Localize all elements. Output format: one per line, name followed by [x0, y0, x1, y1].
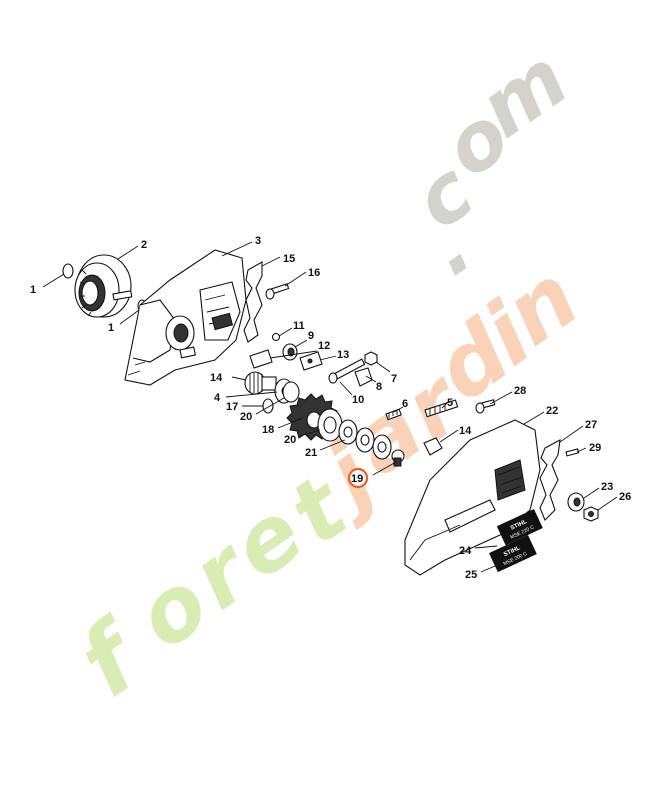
- callout-24: 24: [459, 545, 472, 557]
- callout-1: 1: [108, 322, 114, 334]
- part-screw-16: [265, 283, 290, 300]
- leader-lines: [42, 241, 618, 573]
- callout-18: 18: [262, 424, 274, 436]
- callout-15: 15: [283, 253, 295, 265]
- part-stud-6: [385, 408, 402, 421]
- callout-4: 4: [214, 392, 221, 404]
- decal-lower: STIHL MSE 200 C: [488, 534, 537, 573]
- callout-17: 17: [226, 401, 238, 413]
- callout-11: 11: [293, 320, 305, 332]
- callout-29: 29: [589, 442, 601, 454]
- callout-16: 16: [308, 267, 320, 279]
- callout-8: 8: [376, 381, 382, 393]
- part-clamp: [249, 349, 273, 369]
- callout-23: 23: [601, 481, 613, 493]
- part-knob-25: [567, 492, 585, 512]
- part-washer-17: [262, 398, 274, 414]
- callout-28: 28: [514, 385, 526, 397]
- callout-9: 9: [308, 330, 314, 342]
- callout-5: 5: [447, 397, 453, 409]
- part-sprocket-cover: [404, 419, 541, 576]
- part-washer-1: [62, 263, 74, 279]
- part-needle-bearing: [244, 371, 277, 395]
- callout-12: 12: [318, 340, 330, 352]
- callout-25: 25: [465, 569, 477, 581]
- callout-20: 20: [240, 411, 252, 423]
- callout-22: 22: [546, 405, 558, 417]
- part-gearbox-housing: [124, 249, 247, 386]
- part-gear-wheel: [74, 254, 133, 318]
- callout-21: 21: [305, 447, 317, 459]
- part-pin-plate: [299, 351, 323, 371]
- part-bolt-5: [424, 399, 459, 418]
- callout-26: 26: [619, 491, 631, 503]
- part-tensioner-slide: [354, 367, 373, 387]
- part-pin-29: [565, 448, 580, 457]
- part-screw-19: [391, 449, 405, 467]
- callout-7: 7: [391, 373, 397, 385]
- part-lever: [243, 261, 263, 343]
- part-bolt-10: [328, 358, 366, 384]
- callout-27: 27: [585, 419, 597, 431]
- part-nut-26: [583, 506, 599, 522]
- part-disc-20-upper: [282, 381, 300, 403]
- callout-20: 20: [284, 434, 296, 446]
- parts: STIHL MSE 220 C STIHL MSE 200 C: [62, 249, 599, 576]
- callouts: 1 1 2 3 4 5 6 7 8 9 10 11 12 13 14 14 15…: [30, 235, 631, 581]
- part-washers-21: [338, 419, 392, 460]
- callout-6: 6: [402, 398, 408, 410]
- part-block-14: [423, 437, 443, 456]
- callout-19-highlight: 19: [347, 467, 369, 489]
- part-disc-20-lower: [317, 408, 343, 442]
- part-lever-27: [539, 439, 561, 521]
- callout-14: 14: [459, 425, 472, 437]
- part-nut-7: [364, 351, 378, 366]
- part-small-ring: [271, 332, 281, 342]
- callout-10: 10: [352, 394, 364, 406]
- callout-3: 3: [255, 235, 261, 247]
- callout-19: 19: [351, 473, 363, 485]
- callout-13: 13: [337, 349, 349, 361]
- callout-1: 1: [30, 284, 36, 296]
- callout-2: 2: [141, 239, 147, 251]
- part-bushing: [282, 343, 298, 361]
- callout-14: 14: [210, 372, 223, 384]
